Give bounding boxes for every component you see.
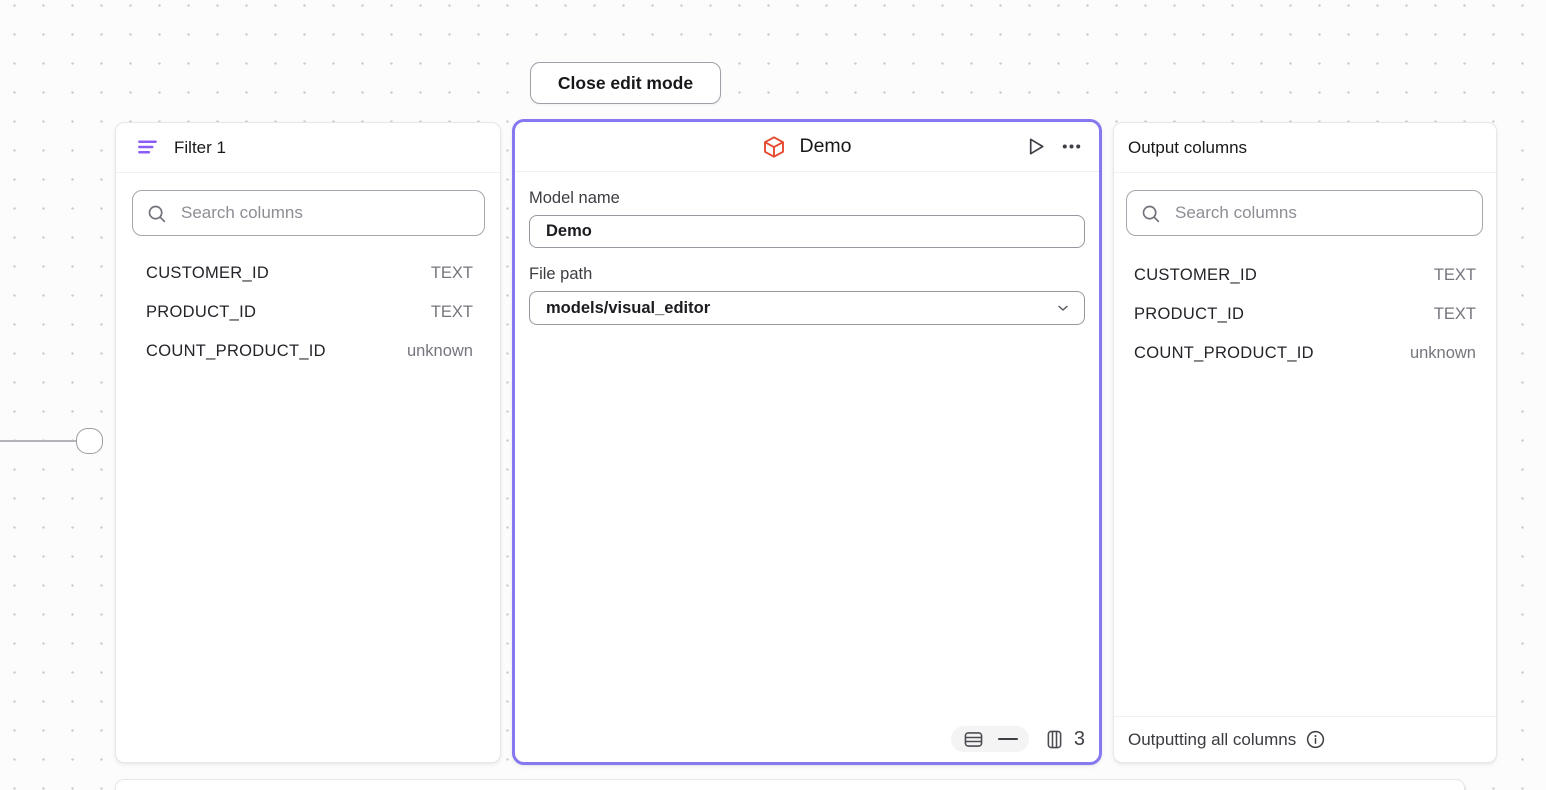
connector-edge: [0, 440, 77, 442]
model-name-label: Model name: [529, 189, 620, 207]
column-name: CUSTOMER_ID: [146, 264, 270, 282]
filter-panel-title: Filter 1: [174, 137, 226, 157]
column-name: PRODUCT_ID: [146, 303, 257, 321]
output-panel-title: Output columns: [1128, 137, 1248, 157]
run-model-button[interactable]: [1020, 132, 1050, 162]
column-type: TEXT: [430, 303, 473, 321]
column-row: PRODUCT_ID TEXT: [146, 293, 473, 332]
output-footer: Outputting all columns: [1114, 716, 1496, 762]
model-footer-stats: 3: [950, 726, 1085, 752]
column-type: TEXT: [1433, 305, 1476, 323]
table-columns-icon: [1044, 728, 1065, 751]
filter-lines-icon: [136, 136, 159, 159]
more-options-button[interactable]: [1056, 132, 1086, 162]
column-type: unknown: [406, 342, 473, 360]
column-type: unknown: [1409, 344, 1476, 362]
file-path-label: File path: [529, 265, 593, 283]
column-count-value: 3: [1073, 727, 1085, 750]
output-panel-header: Output columns: [1114, 123, 1496, 173]
close-edit-mode-button[interactable]: Close edit mode: [530, 62, 721, 104]
output-column-list: CUSTOMER_ID TEXT PRODUCT_ID TEXT COUNT_P…: [1114, 246, 1496, 373]
column-type: TEXT: [430, 264, 473, 282]
cube-icon: [762, 135, 786, 159]
minus-icon: [997, 737, 1018, 741]
column-name: CUSTOMER_ID: [1134, 266, 1258, 284]
model-node-panel: Demo Model name File path: [512, 119, 1102, 765]
chevron-down-icon: [1055, 300, 1071, 316]
file-path-select[interactable]: models/visual_editor: [529, 291, 1085, 325]
filter-search-input[interactable]: [179, 202, 471, 224]
play-icon: [1024, 135, 1047, 158]
filter-node-panel: Filter 1 CUSTOMER_ID TEXT PRODUCT_ID TEX…: [115, 122, 501, 763]
column-name: PRODUCT_ID: [1134, 305, 1245, 323]
column-row: PRODUCT_ID TEXT: [1134, 295, 1476, 334]
output-columns-panel: Output columns CUSTOMER_ID TEXT PRODUCT_…: [1113, 122, 1497, 763]
search-icon: [1140, 203, 1161, 224]
model-panel-body: Model name File path models/visual_edito…: [515, 189, 1099, 325]
model-panel-header: Demo: [515, 122, 1099, 172]
column-type: TEXT: [1433, 266, 1476, 284]
column-row: COUNT_PRODUCT_ID unknown: [1134, 334, 1476, 373]
filter-panel-header: Filter 1: [116, 123, 500, 173]
column-count-indicator[interactable]: 3: [1044, 728, 1085, 751]
table-rows-icon: [962, 729, 985, 750]
search-icon: [146, 203, 167, 224]
model-panel-title: Demo: [799, 135, 852, 157]
row-count-toggle[interactable]: [950, 726, 1029, 752]
output-footer-text: Outputting all columns: [1128, 729, 1297, 749]
column-row: COUNT_PRODUCT_ID unknown: [146, 332, 473, 371]
column-row: CUSTOMER_ID TEXT: [146, 254, 473, 293]
column-name: COUNT_PRODUCT_ID: [146, 342, 326, 360]
file-path-value: models/visual_editor: [546, 298, 711, 317]
connector-handle[interactable]: [76, 428, 103, 454]
output-search-box[interactable]: [1126, 190, 1483, 236]
model-name-input[interactable]: [529, 215, 1085, 248]
output-search-input[interactable]: [1173, 202, 1469, 224]
info-icon[interactable]: [1305, 729, 1326, 750]
ellipsis-icon: [1060, 135, 1083, 158]
bottom-panel-stub: [115, 779, 1465, 790]
column-row: CUSTOMER_ID TEXT: [1134, 256, 1476, 295]
filter-column-list: CUSTOMER_ID TEXT PRODUCT_ID TEXT COUNT_P…: [116, 248, 500, 371]
column-name: COUNT_PRODUCT_ID: [1134, 344, 1314, 362]
filter-search-box[interactable]: [132, 190, 485, 236]
